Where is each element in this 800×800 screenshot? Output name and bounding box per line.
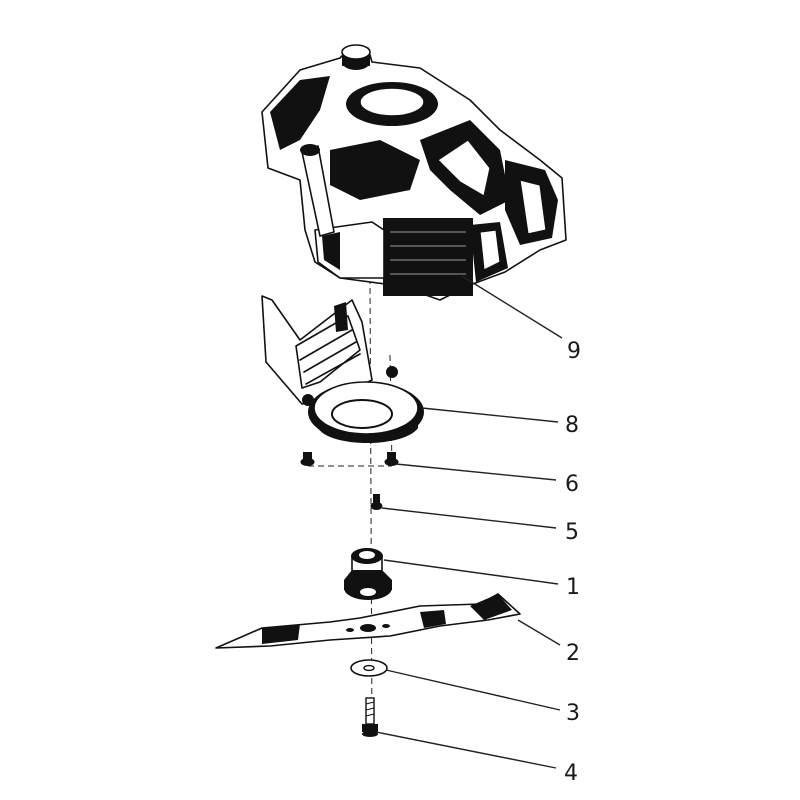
callout-numbers: 9 8 6 5 1 2 3 4 [564, 339, 581, 786]
leader-3 [385, 669, 561, 711]
blade [215, 593, 521, 649]
callout-5: 5 [565, 520, 579, 545]
engine [261, 44, 567, 301]
adapter-bolt [370, 494, 383, 510]
leader-5 [381, 507, 557, 529]
callout-1: 1 [566, 575, 580, 600]
housing-bolt-right [384, 452, 399, 466]
callout-6: 6 [565, 472, 579, 497]
leader-6 [395, 463, 557, 481]
leader-2 [517, 619, 561, 646]
callout-9: 9 [567, 339, 581, 364]
callout-8: 8 [565, 413, 579, 438]
leader-4 [375, 731, 557, 769]
leader-1 [383, 559, 559, 585]
oil-cap [341, 44, 371, 70]
leader-8 [421, 407, 559, 423]
leader-lines [375, 275, 563, 769]
blade-adapter [344, 548, 392, 600]
housing-bolts [300, 452, 399, 466]
washer [350, 659, 388, 677]
muffler-grille [383, 218, 473, 296]
callout-3: 3 [566, 701, 580, 726]
leader-9 [461, 275, 563, 339]
blade-bolt [362, 697, 378, 737]
callout-2: 2 [566, 641, 580, 666]
callout-4: 4 [564, 761, 578, 786]
housing-bolt-left [300, 452, 315, 466]
blade-housing [261, 295, 424, 443]
